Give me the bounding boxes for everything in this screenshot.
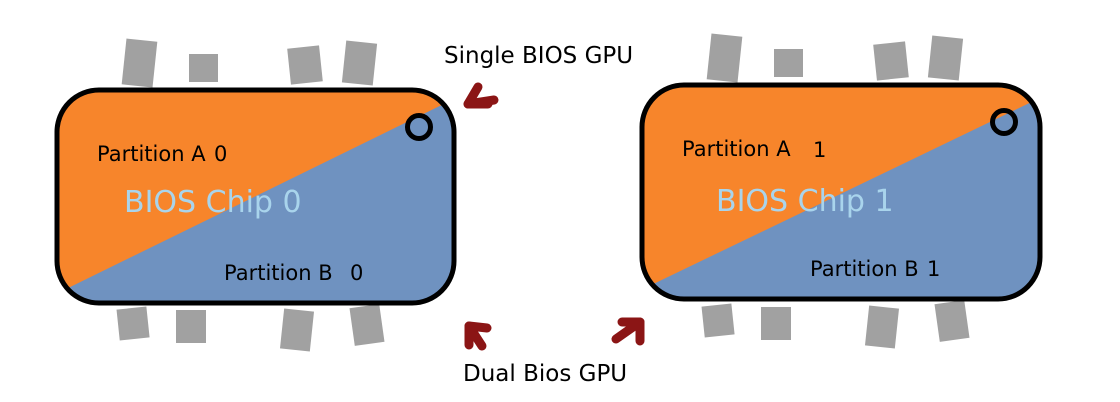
- chip-0-pin: [349, 304, 385, 346]
- chip-1-bottom-pins: [701, 300, 970, 349]
- chip-1-partition-b-value: 1: [927, 257, 940, 281]
- chip-0-pin: [116, 306, 150, 341]
- chip-1-pin: [864, 305, 900, 349]
- chip-1-body: [639, 82, 1043, 302]
- single-bios-caption: Single BIOS GPU: [444, 43, 633, 69]
- chip-0-partition-a-label: Partition A: [97, 142, 206, 166]
- chip-1-pin: [706, 33, 743, 83]
- chip-1-pin: [761, 307, 791, 340]
- chip-0-body: [54, 87, 457, 306]
- chip-0-pin: [176, 310, 206, 343]
- chip-1-title: BIOS Chip 1: [716, 184, 894, 219]
- chip-0-partition-a-value: 0: [214, 142, 227, 166]
- chip-0-partition-b-label: Partition B: [224, 261, 333, 285]
- chip-1-pin: [934, 300, 970, 342]
- chip-0-pin: [121, 38, 158, 88]
- chip-0-pin: [279, 308, 315, 352]
- chip-0-bottom-pins: [116, 304, 385, 352]
- single-bios-arrow-icon: [463, 82, 499, 109]
- chip-0-title: BIOS Chip 0: [124, 185, 302, 220]
- chip-0: Partition A 0 BIOS Chip 0 Partition B 0: [54, 38, 457, 352]
- chip-1-top-pins: [706, 33, 964, 83]
- chip-1-partition-b-label: Partition B: [810, 257, 919, 281]
- dual-bios-caption: Dual Bios GPU: [463, 361, 627, 387]
- chip-0-partition-b-value: 0: [350, 261, 363, 285]
- chip-0-pin: [341, 40, 378, 86]
- chip-1-partition-a-value: 1: [813, 138, 826, 162]
- chip-1-pin: [774, 49, 803, 77]
- dual-bios-arrow-right-icon: [611, 317, 645, 346]
- chip-0-pin: [287, 45, 323, 85]
- chip-1: Partition A 1 BIOS Chip 1 Partition B 1: [639, 33, 1043, 349]
- chip-1-pin1-marker: [990, 108, 1018, 136]
- chip-0-pin1-marker: [405, 113, 433, 141]
- chip-1-pin: [873, 41, 909, 81]
- chip-0-partition-b-region: [57, 96, 454, 303]
- chip-1-partition-b-region: [642, 95, 1040, 299]
- chip-1-pin: [701, 303, 735, 338]
- chip-1-partition-a-label: Partition A: [682, 137, 791, 161]
- chip-0-pin: [189, 54, 218, 82]
- dual-bios-arrow-left-icon: [464, 321, 492, 351]
- chip-1-pin: [927, 35, 964, 81]
- chip-0-top-pins: [121, 38, 378, 88]
